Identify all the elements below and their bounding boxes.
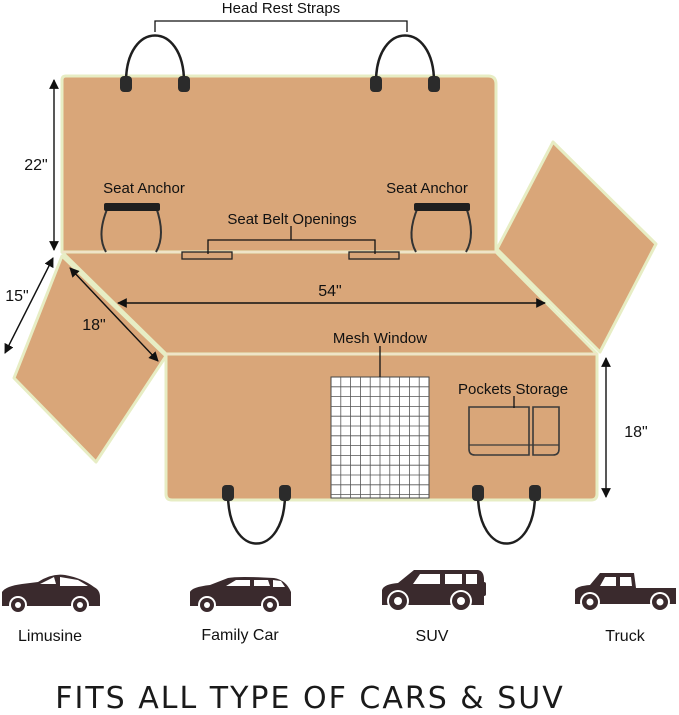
dimension-arrows: [4, 79, 611, 498]
wagon-icon: [190, 577, 291, 614]
side-flap-outer-dimension: 15": [5, 288, 28, 305]
vehicle-label-family-car: Family Car: [201, 627, 279, 644]
vehicle-label-suv: SUV: [416, 628, 449, 645]
seat-anchor-right: [410, 203, 472, 253]
seat-anchor-left: [100, 203, 162, 253]
seat-belt-openings-label: Seat Belt Openings: [227, 211, 356, 228]
vehicle-label-limusine: Limusine: [18, 628, 82, 645]
seat-belt-openings: [181, 251, 400, 260]
sedan-icon: [2, 574, 100, 614]
footer-tagline: FITS ALL TYPE OF CARS & SUV: [55, 681, 564, 715]
mesh-window-label: Mesh Window: [333, 330, 427, 347]
callout-lines: [154, 20, 515, 408]
storage-pockets: [468, 406, 560, 456]
vehicle-label-truck: Truck: [605, 628, 645, 645]
lower-height-dimension: 18": [624, 424, 647, 441]
bottom-straps: [222, 485, 541, 545]
right-side-flap: [495, 140, 658, 354]
head-rest-straps: [120, 34, 440, 92]
mesh-window: [330, 376, 430, 499]
suv-icon: [382, 570, 486, 612]
seat-width-dimension: 54": [318, 283, 341, 300]
side-flap-inner-dimension: 18": [82, 317, 105, 334]
pickup-truck-icon: [575, 573, 676, 612]
head-rest-straps-label: Head Rest Straps: [222, 0, 340, 17]
seat-anchor-right-label: Seat Anchor: [386, 180, 468, 197]
pockets-storage-label: Pockets Storage: [458, 381, 568, 398]
seat-anchor-left-label: Seat Anchor: [103, 180, 185, 197]
back-height-dimension: 22": [24, 157, 47, 174]
